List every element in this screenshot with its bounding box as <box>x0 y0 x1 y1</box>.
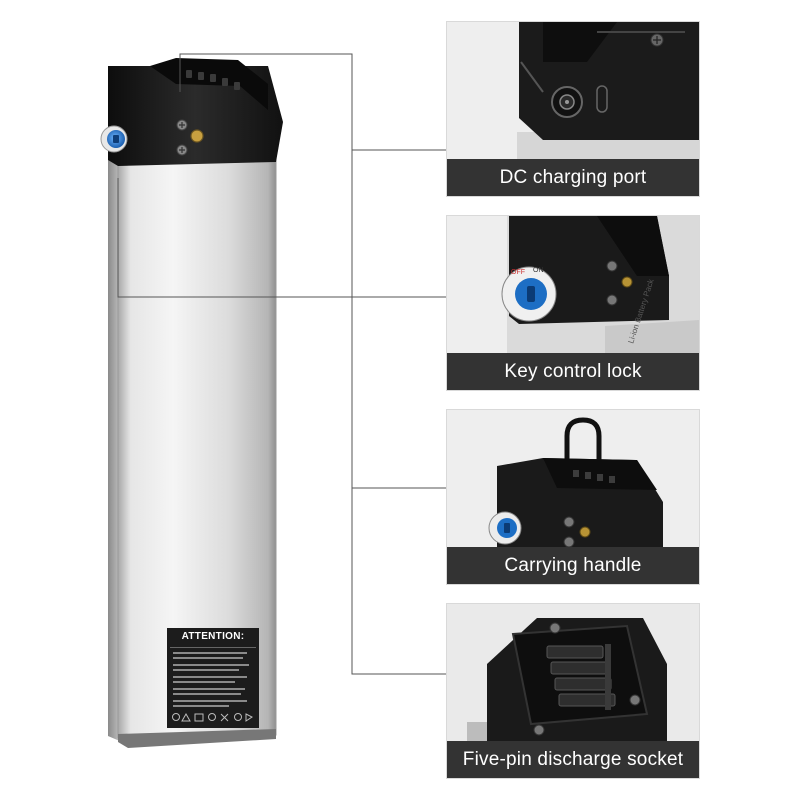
panel-carrying-handle: Carrying handle <box>446 409 700 585</box>
caption-dc-charging-port: DC charging port <box>447 159 699 196</box>
svg-text:ON: ON <box>533 267 544 274</box>
dc-port-photo <box>447 22 699 161</box>
caption-five-pin-socket: Five-pin discharge socket <box>447 741 699 778</box>
panel-key-control-lock: OFF ON Li-ion Battery Pack Key control l… <box>446 215 700 391</box>
panel-dc-charging-port: DC charging port <box>446 21 700 197</box>
caption-carrying-handle: Carrying handle <box>447 547 699 584</box>
panel-five-pin-socket: Five-pin discharge socket <box>446 603 700 779</box>
socket-photo <box>447 604 699 743</box>
key-lock-photo: OFF ON Li-ion Battery Pack <box>447 216 699 355</box>
caption-key-control-lock: Key control lock <box>447 353 699 390</box>
handle-photo <box>447 410 699 549</box>
attention-label: ATTENTION: <box>181 631 245 642</box>
svg-text:OFF: OFF <box>511 269 525 276</box>
